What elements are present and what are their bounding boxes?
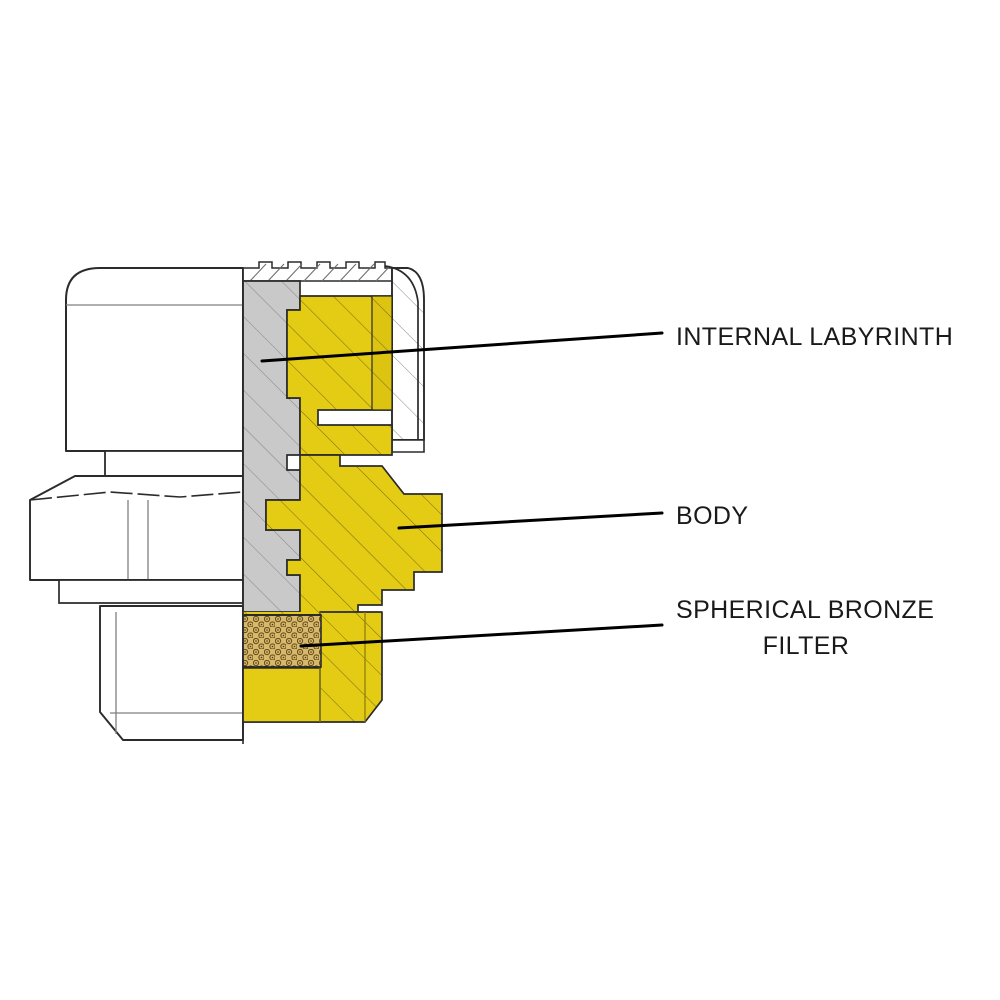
cap-shell-lower-skirt bbox=[391, 439, 425, 453]
knurl-line bbox=[267, 263, 285, 282]
spherical-bronze-filter-group bbox=[242, 614, 322, 668]
cap-shell-sectioned bbox=[391, 267, 425, 441]
lower-fitting-group bbox=[99, 605, 244, 741]
label-body: BODY bbox=[676, 502, 748, 530]
bronze-filter-bead-pack bbox=[242, 614, 322, 668]
knurl-line bbox=[339, 263, 357, 282]
cap-shell-section-group bbox=[374, 265, 425, 453]
labels-group: INTERNAL LABYRINTH BODY SPHERICAL BRONZE… bbox=[676, 323, 953, 660]
hex-nut-outline bbox=[29, 475, 244, 581]
knurl-line bbox=[357, 263, 375, 282]
protective-cap-outline bbox=[65, 267, 244, 452]
knurl-hatch-lines bbox=[249, 263, 391, 282]
knurl-line bbox=[321, 263, 339, 282]
hex-shoulder-outline bbox=[58, 579, 244, 604]
body-mid-flange bbox=[265, 454, 443, 619]
cap-outline-group bbox=[65, 267, 244, 452]
knurl-line bbox=[285, 263, 303, 282]
leader-line-body bbox=[397, 511, 664, 530]
cap-shell-outer-curve bbox=[374, 265, 419, 447]
lower-fitting-outline bbox=[99, 605, 244, 741]
knurl-tooth-profile bbox=[242, 261, 393, 282]
body-lower-left-fill bbox=[242, 667, 321, 723]
knurl-line bbox=[303, 263, 321, 282]
knurled-top-edge-group bbox=[242, 261, 393, 282]
knurl-line bbox=[249, 263, 267, 282]
leader-lines-group bbox=[260, 331, 664, 648]
hex-nut-group bbox=[29, 475, 244, 581]
label-spherical-bronze-filter-line2: FILTER bbox=[763, 632, 850, 660]
knurl-line bbox=[375, 265, 391, 282]
label-spherical-bronze-filter-line1: SPHERICAL BRONZE bbox=[676, 596, 934, 624]
leader-line-internal-labyrinth bbox=[260, 331, 664, 363]
leader-line-spherical-bronze-filter bbox=[299, 623, 664, 648]
hex-shoulder-group bbox=[58, 579, 244, 604]
hex-nut-chamfer-line bbox=[29, 491, 244, 501]
label-internal-labyrinth: INTERNAL LABYRINTH bbox=[676, 323, 953, 351]
